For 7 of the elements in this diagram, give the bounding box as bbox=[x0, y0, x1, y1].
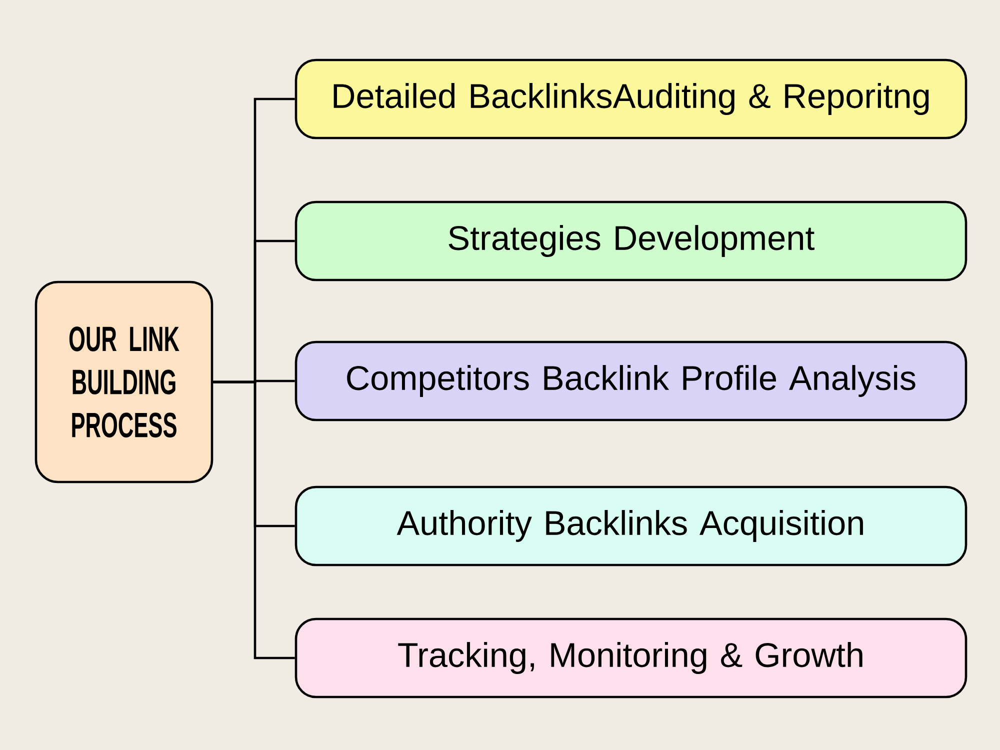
step-box: Competitors Backlink Profile Analysis bbox=[294, 340, 968, 422]
step-box: Detailed BacklinksAuditing & Reporitng bbox=[294, 58, 968, 140]
connector-line bbox=[213, 380, 295, 660]
topic-box: OUR LINK BUILDING PROCESS bbox=[34, 280, 214, 484]
step-box: Tracking, Monitoring & Growth bbox=[294, 618, 968, 698]
step-box: Strategies Development bbox=[294, 200, 968, 282]
step-box: Authority Backlinks Acquisition bbox=[294, 486, 968, 566]
